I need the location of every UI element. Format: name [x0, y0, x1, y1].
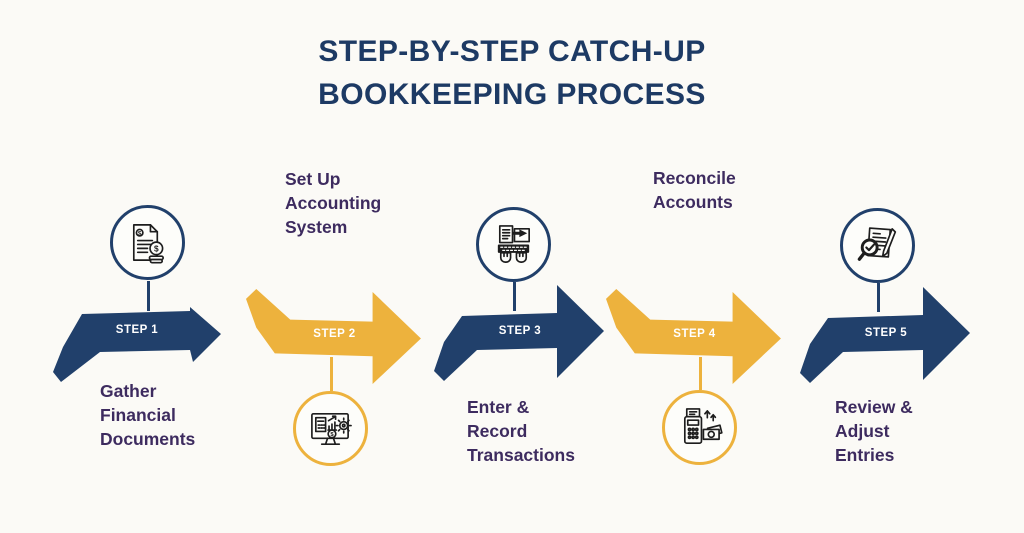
- step-2-badge: STEP 2: [313, 328, 356, 340]
- svg-text:$: $: [330, 432, 334, 438]
- step-5-arrow-shape: [800, 287, 970, 383]
- step-1-label: Gather Financial Documents: [100, 379, 195, 451]
- step-2-connector-line: [330, 357, 333, 391]
- step-4-arrow: STEP 4: [606, 289, 783, 384]
- record-transactions-icon: [497, 225, 530, 263]
- svg-text:$: $: [138, 230, 142, 237]
- step-label-line: Set Up: [285, 169, 341, 189]
- svg-text:$: $: [154, 243, 159, 253]
- review-entries-icon: [857, 227, 897, 261]
- step-3-icon-circle: [476, 207, 551, 282]
- step-3-label: Enter & Record Transactions: [467, 395, 575, 467]
- step-label-line: Entries: [835, 445, 895, 465]
- step-3-arrow: STEP 3: [434, 285, 606, 381]
- step-label-line: Enter &: [467, 397, 530, 417]
- step-4-label: Reconcile Accounts: [653, 166, 736, 214]
- step-label-line: System: [285, 217, 348, 237]
- step-4-icon-circle: [662, 390, 737, 465]
- step-2-label: Set Up Accounting System: [285, 167, 381, 239]
- step-label-line: Documents: [100, 429, 196, 449]
- title-line-1: STEP-BY-STEP CATCH-UP: [318, 35, 706, 68]
- reconcile-accounts-icon: [683, 408, 723, 444]
- step-label-line: Financial: [100, 405, 176, 425]
- step-5-label: Review & Adjust Entries: [835, 395, 913, 467]
- step-1-badge: STEP 1: [115, 324, 159, 336]
- accounting-system-icon: $: [311, 412, 352, 445]
- step-label-line: Accounts: [653, 192, 733, 212]
- step-5-connector-line: [877, 283, 880, 312]
- page-title: STEP-BY-STEP CATCH-UP BOOKKEEPING PROCESS: [0, 30, 1024, 116]
- step-1-arrow: STEP 1: [53, 307, 221, 382]
- step-label-line: Accounting: [285, 193, 382, 213]
- step-4-arrow-shape: [606, 289, 781, 384]
- step-label-line: Adjust: [835, 421, 890, 441]
- step-1-arrow-shape: [53, 307, 221, 382]
- step-5-badge: STEP 5: [864, 327, 908, 339]
- step-5-icon-circle: [840, 208, 915, 283]
- step-2-icon-circle: $: [293, 391, 368, 466]
- step-3-arrow-shape: [434, 285, 604, 381]
- step-2-arrow: STEP 2: [246, 289, 423, 384]
- step-3-badge: STEP 3: [498, 325, 542, 337]
- financial-documents-icon: $ $: [132, 224, 164, 264]
- step-label-line: Transactions: [467, 445, 575, 465]
- step-label-line: Gather: [100, 381, 157, 401]
- step-2-arrow-shape: [246, 289, 421, 384]
- step-label-line: Reconcile: [653, 168, 736, 188]
- title-line-2: BOOKKEEPING PROCESS: [318, 78, 706, 111]
- step-label-line: Record: [467, 421, 528, 441]
- step-label-line: Review &: [835, 397, 913, 417]
- step-3-connector-line: [513, 282, 516, 311]
- step-4-connector-line: [699, 357, 702, 390]
- step-1-connector-line: [147, 281, 150, 311]
- step-1-icon-circle: $ $: [110, 205, 185, 280]
- step-5-arrow: STEP 5: [800, 287, 972, 383]
- step-4-badge: STEP 4: [673, 328, 716, 340]
